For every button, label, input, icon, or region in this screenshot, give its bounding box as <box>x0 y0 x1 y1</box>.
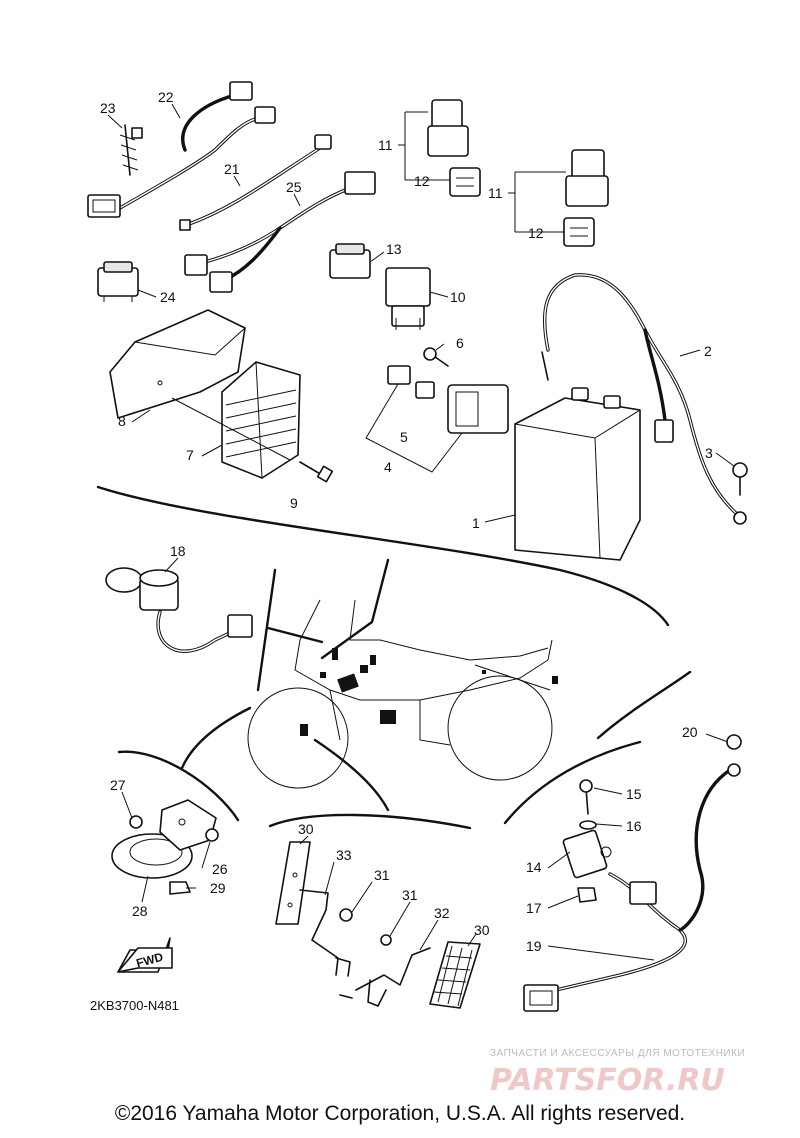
callout-32: 32 <box>434 905 450 921</box>
clamp-23 <box>119 124 143 176</box>
callout-2: 2 <box>704 343 712 359</box>
callout-30-right: 30 <box>474 922 490 938</box>
horn-28 <box>111 799 219 895</box>
harness-21 <box>179 134 332 231</box>
callout-4: 4 <box>384 459 392 475</box>
callout-9: 9 <box>290 495 298 511</box>
callout-17: 17 <box>526 900 542 916</box>
watermark-tagline: ЗАПЧАСТИ И АКСЕССУАРЫ ДЛЯ МОТОТЕХНИКИ <box>490 1048 745 1059</box>
relay-13 <box>329 243 371 279</box>
callout-11-left: 11 <box>378 137 393 153</box>
callout-21: 21 <box>224 161 240 177</box>
callout-6: 6 <box>456 335 464 351</box>
bracket-33 <box>299 889 353 977</box>
callout-12-right: 12 <box>528 225 544 241</box>
sensor-14 <box>562 779 612 903</box>
callout-20: 20 <box>682 724 698 740</box>
bracket-leaders-11-12 <box>398 111 566 233</box>
callout-10: 10 <box>450 289 466 305</box>
callout-29: 29 <box>210 880 226 896</box>
callout-19: 19 <box>526 938 542 954</box>
callout-labels: 1 2 3 4 5 6 7 8 9 10 11 11 12 12 13 14 1… <box>100 89 713 954</box>
callout-24: 24 <box>160 289 176 305</box>
watermark-logo: PARTSFOR.RU <box>490 1063 725 1098</box>
callout-30-left: 30 <box>298 821 314 837</box>
cable-19 <box>523 734 742 1012</box>
callout-14: 14 <box>526 859 542 875</box>
callout-31-upper: 31 <box>374 867 390 883</box>
callout-23: 23 <box>100 100 116 116</box>
callout-1: 1 <box>472 515 480 531</box>
diagram-code: 2KB3700-N481 <box>90 998 179 1013</box>
callout-8: 8 <box>118 413 126 429</box>
callout-12-left: 12 <box>414 173 430 189</box>
cable-2 <box>541 273 748 525</box>
region-lines <box>96 485 692 830</box>
callout-15: 15 <box>626 786 642 802</box>
battery-1 <box>514 387 641 561</box>
pad-30-left <box>275 841 311 925</box>
callout-33: 33 <box>336 847 352 863</box>
callout-28: 28 <box>132 903 148 919</box>
relay-24 <box>97 261 139 302</box>
callout-31-lower: 31 <box>402 887 418 903</box>
relay-11-left <box>427 99 481 197</box>
copyright-notice: ©2016 Yamaha Motor Corporation, U.S.A. A… <box>114 1102 686 1125</box>
callout-11-right: 11 <box>488 185 503 201</box>
connectors-4-5 <box>365 347 509 473</box>
callout-5: 5 <box>400 429 408 445</box>
harness-22 <box>87 81 276 218</box>
callout-16: 16 <box>626 818 642 834</box>
cover-8 <box>109 309 246 419</box>
callout-26: 26 <box>212 861 228 877</box>
regulator-7 <box>221 361 301 479</box>
pad-30-right <box>429 941 481 1009</box>
callout-27: 27 <box>110 777 126 793</box>
callout-13: 13 <box>386 241 402 257</box>
flasher-10 <box>385 267 431 330</box>
callout-leaders <box>107 103 735 961</box>
bracket-32 <box>339 934 431 1007</box>
callout-22: 22 <box>158 89 174 105</box>
socket-18 <box>105 567 253 653</box>
harness-25 <box>184 171 376 293</box>
relay-11-right <box>563 149 609 247</box>
fwd-label: FWD <box>135 950 165 971</box>
fwd-arrow-icon: FWD <box>117 937 173 973</box>
motorcycle-outline <box>247 599 558 789</box>
bolt-9 <box>171 397 334 483</box>
callout-7: 7 <box>186 447 194 463</box>
callout-25: 25 <box>286 179 302 195</box>
callout-18: 18 <box>170 543 186 559</box>
callout-3: 3 <box>705 445 713 461</box>
